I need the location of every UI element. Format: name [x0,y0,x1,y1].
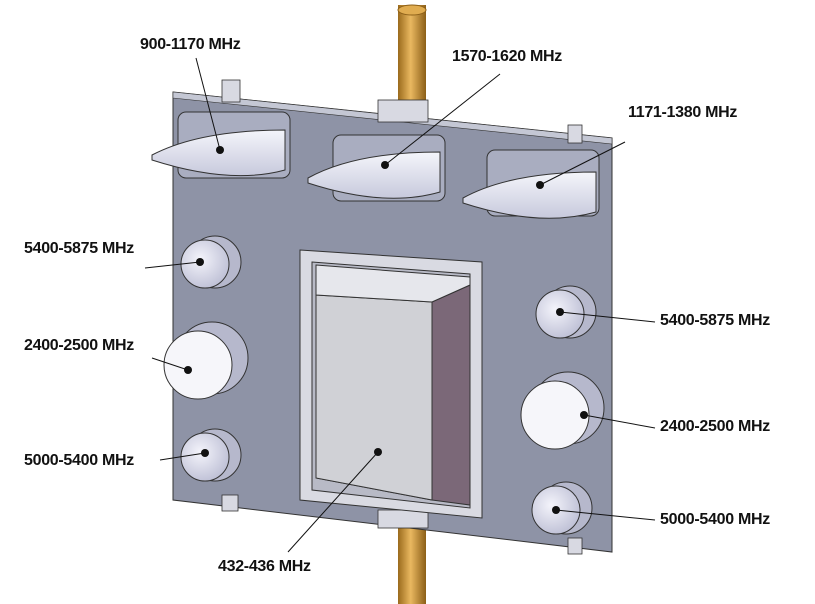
disc-antenna-right-5400-5875 [535,285,597,339]
label-left-5000-5400-mhz: 5000-5400 MHz [24,452,134,469]
mast-pole-top [397,4,427,16]
label-right-2400-2500-mhz: 2400-2500 MHz [660,418,770,435]
label-1171-1380-mhz: 1171-1380 MHz [628,104,738,121]
leader-lines [144,57,656,553]
leader-dots [184,146,588,514]
horn-antenna-900-1170 [151,111,291,179]
disc-antenna-right-2400-2500 [520,371,605,450]
mount-brackets [221,79,583,555]
horn-antenna-1570-1620 [307,134,446,202]
label-right-5000-5400-mhz: 5000-5400 MHz [660,511,770,528]
uhf-cavity-antenna-432-436 [299,249,483,519]
disc-antenna-left-5400-5875 [180,235,242,289]
label-1570-1620-mhz: 1570-1620 MHz [452,48,562,65]
label-432-436-mhz: 432-436 MHz [218,558,311,575]
label-left-2400-2500-mhz: 2400-2500 MHz [24,337,134,354]
label-900-1170-mhz: 900-1170 MHz [140,36,241,53]
label-right-5400-5875-mhz: 5400-5875 MHz [660,312,770,329]
label-left-5400-5875-mhz: 5400-5875 MHz [24,240,134,257]
disc-antenna-left-2400-2500 [163,321,249,400]
